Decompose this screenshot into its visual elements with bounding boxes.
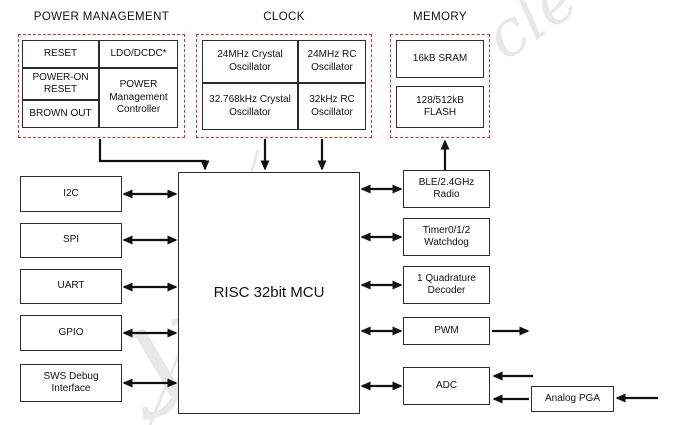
block-32khz-rc-osc: 32kHz RC Oscillator xyxy=(298,83,366,130)
block-power-on-reset: POWER-ON RESET xyxy=(22,68,99,100)
block-ldo-dcdc: LDO/DCDC* xyxy=(99,40,178,68)
block-gpio: GPIO xyxy=(20,315,122,351)
block-32khz-crystal-osc: 32.768kHz Crystal Oscillator xyxy=(202,83,298,130)
block-analog-pga: Analog PGA xyxy=(531,386,614,412)
block-uart: UART xyxy=(20,269,122,304)
block-24mhz-crystal-osc: 24MHz Crystal Oscillator xyxy=(202,40,298,83)
group-clock xyxy=(196,34,372,138)
block-sws-debug: SWS Debug Interface xyxy=(20,364,122,402)
memory-header: MEMORY xyxy=(413,11,467,23)
block-spi: SPI xyxy=(20,223,122,258)
group-power-management xyxy=(18,34,185,138)
group-memory xyxy=(390,34,490,138)
block-24mhz-rc-osc: 24MHz RC Oscillator xyxy=(298,40,366,83)
block-power-management-controller: POWER Management Controller xyxy=(99,68,178,128)
block-reset: RESET xyxy=(22,40,99,68)
block-brown-out: BROWN OUT xyxy=(22,100,99,128)
block-sram: 16kB SRAM xyxy=(396,40,484,78)
block-timer-watchdog: Timer0/1/2 Watchdog xyxy=(403,218,490,256)
power-management-header: POWER MANAGEMENT xyxy=(33,11,170,23)
arrow-power-mcu xyxy=(98,139,210,171)
block-quadrature-decoder: 1 Quadrature Decoder xyxy=(403,266,490,304)
block-flash: 128/512kB FLASH xyxy=(396,86,484,128)
block-i2c: I2C xyxy=(20,176,122,212)
block-ble-radio: BLE/2.4GHz Radio xyxy=(403,170,490,208)
block-adc: ADC xyxy=(403,367,490,405)
block-pwm: PWM xyxy=(403,317,490,345)
clock-header: CLOCK xyxy=(263,11,305,23)
mcu-block: RISC 32bit MCU xyxy=(178,172,360,414)
